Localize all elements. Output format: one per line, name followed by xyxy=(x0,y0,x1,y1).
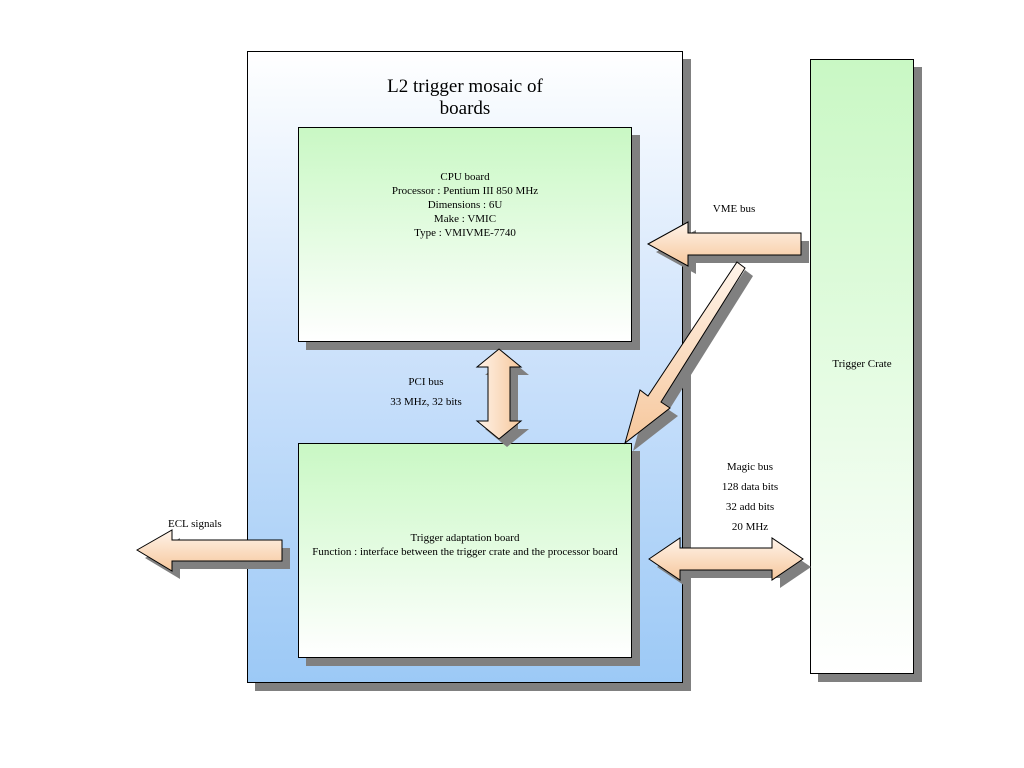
vme-bus-text: VME bus xyxy=(712,203,756,215)
magic-bus-add-bits: 32 add bits xyxy=(725,501,775,513)
ecl-signals-arrow xyxy=(136,529,290,579)
cpu-board-make: Make : VMIC xyxy=(433,212,497,225)
vme-bus-label: VME bus xyxy=(713,202,755,216)
vme-bus-arrow xyxy=(646,221,809,274)
cpu-board-processor: Processor : Pentium III 850 MHz xyxy=(391,184,539,197)
magic-bus-data-bits: 128 data bits xyxy=(721,481,779,493)
mosaic-title-line1: L2 trigger mosaic of xyxy=(387,76,543,97)
adaptation-board-function: Function : interface between the trigger… xyxy=(312,545,618,558)
magic-bus-label: Magic bus 128 data bits 32 add bits 20 M… xyxy=(722,457,778,537)
pci-bus-spec: 33 MHz, 32 bits xyxy=(390,396,462,408)
cpu-board-dimensions: Dimensions : 6U xyxy=(427,198,503,211)
adaptation-board-title: Trigger adaptation board xyxy=(410,531,520,544)
trigger-adaptation-board: Trigger adaptation board Function : inte… xyxy=(298,443,632,658)
cpu-board-type: Type : VMIVME-7740 xyxy=(414,226,516,239)
mosaic-title: L2 trigger mosaic of boards xyxy=(365,76,565,120)
pci-bus-label: PCI bus 33 MHz, 32 bits xyxy=(390,372,462,412)
ecl-signals-text: ECL signals xyxy=(168,518,222,530)
trigger-crate-label: Trigger Crate xyxy=(832,357,892,370)
pci-bus-arrow xyxy=(475,348,529,447)
trigger-crate: Trigger Crate xyxy=(810,59,914,674)
magic-bus-frequency: 20 MHz xyxy=(731,521,769,533)
magic-bus-name: Magic bus xyxy=(726,461,774,473)
ecl-signals-label: ECL signals xyxy=(168,517,222,531)
cpu-board-title: CPU board xyxy=(440,170,490,183)
cpu-board: CPU board Processor : Pentium III 850 MH… xyxy=(298,127,632,342)
mosaic-title-line2: boards xyxy=(439,98,491,119)
vme-diagonal-arrow xyxy=(624,261,753,451)
magic-bus-arrow xyxy=(648,537,811,588)
pci-bus-name: PCI bus xyxy=(408,376,444,388)
